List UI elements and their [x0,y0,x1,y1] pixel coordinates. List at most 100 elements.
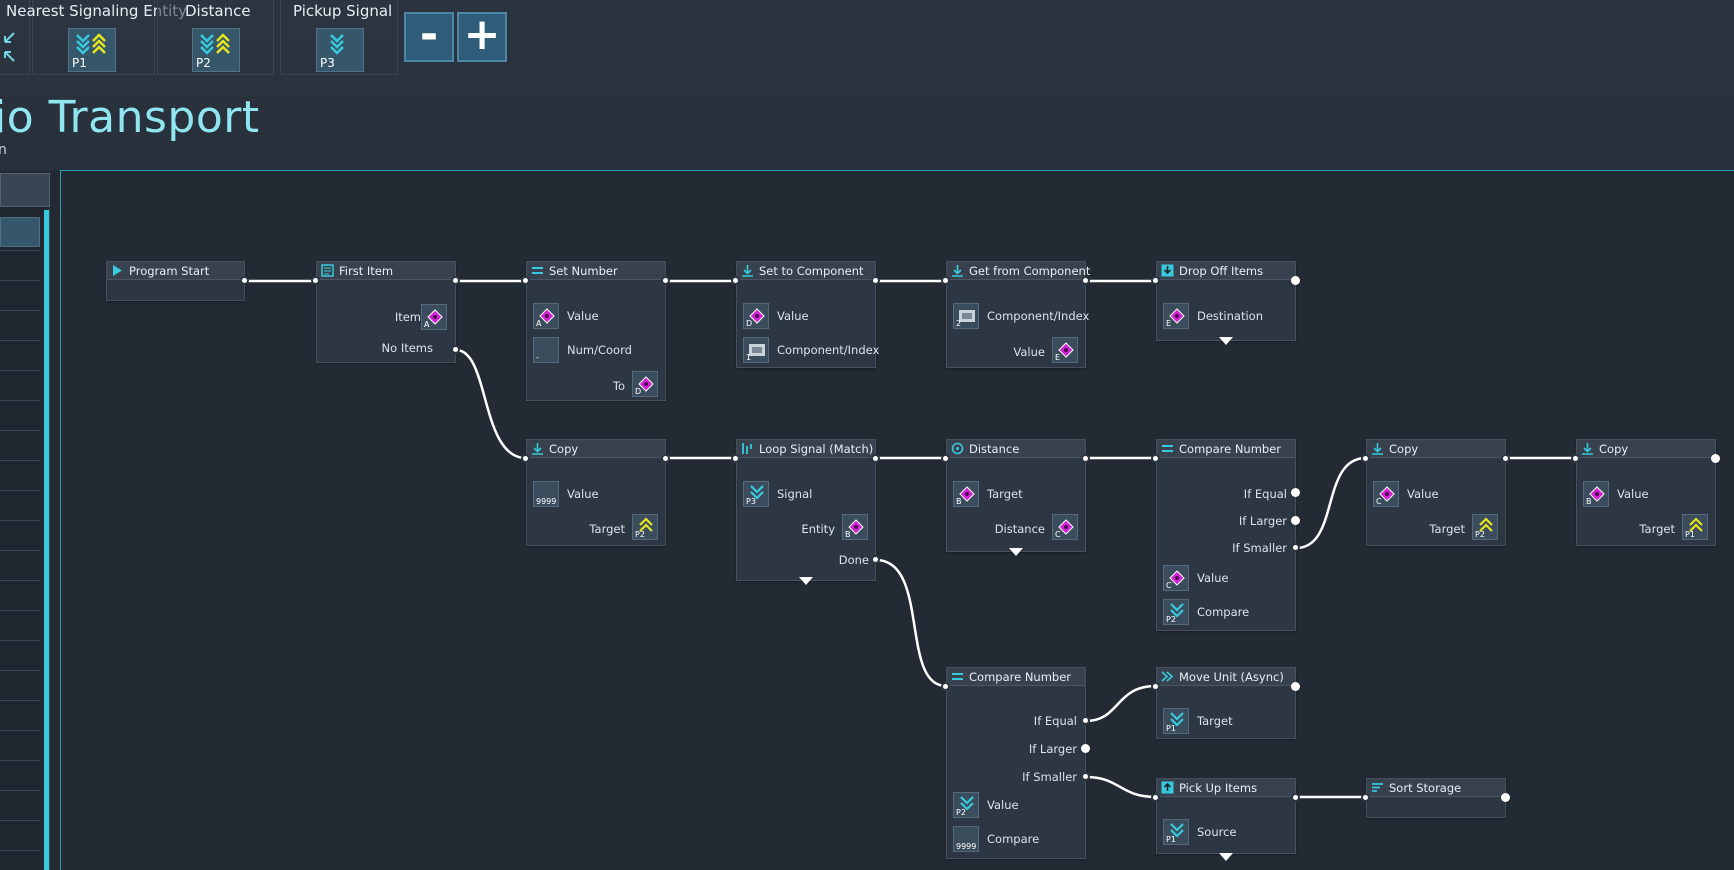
node-get-from-component[interactable]: Get from Component 2 Component/Index Val… [946,261,1090,368]
node-compare-number[interactable]: Compare Number If Equal If Larger If Sma… [946,667,1086,859]
expand-arrow-icon[interactable] [799,577,813,585]
register-slot[interactable]: C [1163,565,1189,591]
register-slot[interactable]: B [953,481,979,507]
register-slot[interactable]: E [1052,337,1078,363]
exec-out-port[interactable] [1501,793,1510,802]
exec-out-port[interactable] [661,276,670,285]
node-pick-up-items[interactable]: Pick Up Items P1 Source [1156,778,1296,854]
register-slot[interactable]: P2 [1163,599,1189,625]
register-tile-p3[interactable]: P3 [316,28,364,72]
register-slot[interactable]: E [1163,303,1189,329]
exec-in-port[interactable] [1151,276,1160,285]
register-slot[interactable]: 2 [953,303,979,329]
exec-in-port[interactable] [941,682,950,691]
register-slot[interactable]: C [1373,481,1399,507]
param-label: Target [1197,714,1233,728]
exec-out-port[interactable] [1501,454,1510,463]
exec-in-port[interactable] [1151,454,1160,463]
zoom-in-button[interactable]: + [457,12,507,62]
register-slot[interactable]: P2 [953,792,979,818]
exec-out-port[interactable] [240,276,249,285]
exec-out-port[interactable] [1291,543,1300,552]
register-diamond-icon [848,519,864,535]
node-copy[interactable]: Copy C Value Target P2 [1366,439,1506,546]
register-diamond-icon [1169,570,1185,586]
register-slot[interactable]: A [533,303,559,329]
register-slot[interactable]: P1 [1163,708,1189,734]
register-slot[interactable]: 9999 [533,481,559,507]
rail-separator [0,490,40,491]
exec-out-port[interactable] [871,454,880,463]
node-first-item[interactable]: First Item Item A No Items [316,261,456,363]
node-compare-number[interactable]: Compare Number If Equal If Larger If Sma… [1156,439,1296,631]
exec-in-port[interactable] [1151,793,1160,802]
register-tile-p1[interactable]: P1 [68,28,116,72]
rail-header[interactable] [0,173,50,207]
exec-in-port[interactable] [521,276,530,285]
program-canvas[interactable] [60,170,1734,870]
node-distance[interactable]: Distance B Target Distance C [946,439,1086,552]
exec-in-port[interactable] [941,276,950,285]
program-title[interactable]: io Transport [0,92,260,143]
exec-out-port[interactable] [871,555,880,564]
collapse-arrows-icon[interactable] [0,30,18,64]
expand-arrow-icon[interactable] [1219,853,1233,861]
node-drop-off-items[interactable]: Drop Off Items E Destination [1156,261,1296,341]
exec-out-port[interactable] [871,276,880,285]
register-tile-p2[interactable]: P2 [192,28,240,72]
register-slot[interactable]: - [533,337,559,363]
register-slot[interactable]: A [421,304,447,330]
zoom-out-button[interactable]: - [404,12,454,62]
exec-out-port[interactable] [1081,744,1090,753]
register-slot[interactable]: D [743,303,769,329]
exec-out-port[interactable] [451,345,460,354]
exec-out-port[interactable] [1291,682,1300,691]
exec-in-port[interactable] [1361,793,1370,802]
exec-out-port[interactable] [1081,772,1090,781]
exec-out-port[interactable] [1711,454,1720,463]
node-copy[interactable]: Copy B Value Target P1 [1576,439,1716,546]
exec-out-port[interactable] [1291,516,1300,525]
exec-in-port[interactable] [731,454,740,463]
exec-out-port[interactable] [1081,276,1090,285]
equals-icon [1162,445,1173,452]
node-copy[interactable]: Copy 9999 Value Target P2 [526,439,666,546]
exec-in-port[interactable] [731,276,740,285]
register-slot[interactable]: P2 [1472,514,1498,540]
register-slot[interactable]: P2 [632,514,658,540]
register-slot[interactable]: P1 [1682,514,1708,540]
register-slot[interactable]: 9999 [953,826,979,852]
node-loop-signal-match[interactable]: Loop Signal (Match) P3 Signal Entity B D… [736,439,876,581]
rail-scrollbar[interactable] [44,210,49,870]
exec-out-port[interactable] [1081,454,1090,463]
node-set-to-component[interactable]: Set to Component D Value 1 Component/Ind… [736,261,879,368]
exec-in-port[interactable] [941,454,950,463]
exec-in-port[interactable] [521,454,530,463]
node-title: Distance [947,440,1085,458]
exec-out-port[interactable] [1291,488,1300,497]
exec-out-port[interactable] [1291,793,1300,802]
register-slot[interactable]: P3 [743,481,769,507]
node-move-unit-async[interactable]: Move Unit (Async) P1 Target [1156,667,1296,739]
rail-selected-item[interactable] [0,217,40,247]
register-slot[interactable]: D [632,371,658,397]
exec-out-port[interactable] [661,454,670,463]
expand-arrow-icon[interactable] [1009,548,1023,556]
exec-in-port[interactable] [1571,454,1580,463]
node-sort-storage[interactable]: Sort Storage [1366,778,1506,818]
node-program-start[interactable]: Program Start [106,261,245,301]
exec-out-port[interactable] [451,276,460,285]
register-slot[interactable]: B [1583,481,1609,507]
exec-in-port[interactable] [1361,454,1370,463]
node-set-number[interactable]: Set Number A Value - Num/Coord To D [526,261,666,401]
exec-out-port[interactable] [1291,276,1300,285]
register-slot[interactable]: B [842,514,868,540]
exec-out-port[interactable] [1081,716,1090,725]
exec-in-port[interactable] [311,276,320,285]
expand-arrow-icon[interactable] [1219,337,1233,345]
register-slot[interactable]: P1 [1163,819,1189,845]
param-label: If Larger [1238,514,1287,528]
register-slot[interactable]: 1 [743,337,769,363]
exec-in-port[interactable] [1151,682,1160,691]
register-slot[interactable]: C [1052,514,1078,540]
